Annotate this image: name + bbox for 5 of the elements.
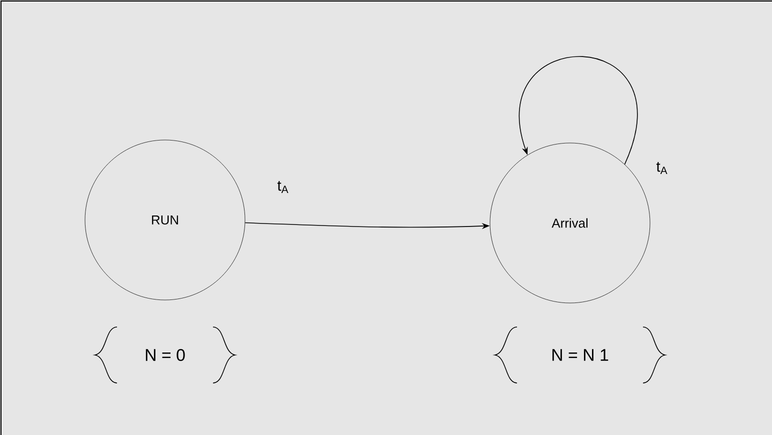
edge-label: t$_{A}$ xyxy=(656,162,668,174)
arrow xyxy=(518,56,638,165)
edge-label: t$_{A}$ xyxy=(277,181,288,193)
state-annotation: N = N 1 xyxy=(552,349,608,361)
state-annotation: N = 0 xyxy=(146,348,185,361)
